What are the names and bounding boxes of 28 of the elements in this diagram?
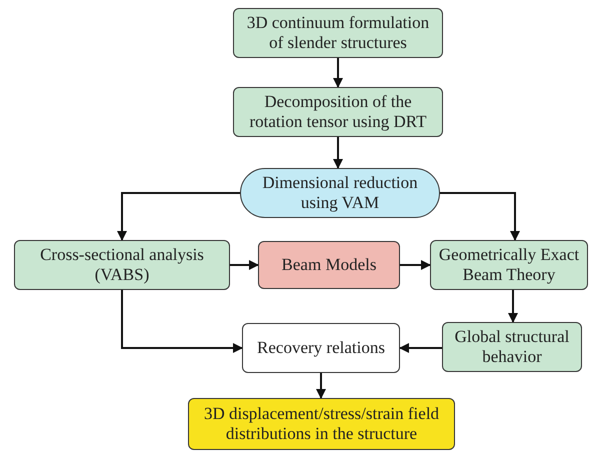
- arrow: [508, 290, 518, 323]
- process-box: [233, 87, 443, 137]
- node-label: Geometrically Exact Beam Theory: [438, 244, 580, 286]
- arrow: [399, 343, 442, 353]
- node-label: Decomposition of the rotation tensor using DRT: [248, 92, 428, 132]
- process-box: [442, 322, 582, 372]
- node-label: 3D displacement/stress/strain field distributions in the structure: [202, 404, 440, 444]
- arrow: [333, 58, 343, 88]
- node-label: Recovery relations: [257, 338, 385, 358]
- process-box: [233, 8, 443, 58]
- node-label: 3D continuum formulation of slender structures: [246, 12, 430, 54]
- node-label: Dimensional reduction using VAM: [261, 172, 419, 214]
- process-box: [14, 240, 230, 290]
- process-box: [430, 240, 588, 290]
- node-label: Beam Models: [282, 254, 376, 276]
- node-label: Global structural behavior: [454, 326, 570, 368]
- process-box: [188, 398, 455, 450]
- arrow: [400, 260, 431, 270]
- arrow: [440, 192, 520, 241]
- arrow: [333, 137, 343, 169]
- arrow: [316, 373, 326, 399]
- arrow: [121, 290, 243, 353]
- node-label: Cross-sectional analysis (VABS): [39, 244, 205, 286]
- process-pill: [240, 168, 440, 218]
- process-box: [258, 241, 400, 289]
- process-box: [242, 323, 400, 373]
- arrow: [230, 260, 259, 270]
- arrow: [117, 192, 240, 241]
